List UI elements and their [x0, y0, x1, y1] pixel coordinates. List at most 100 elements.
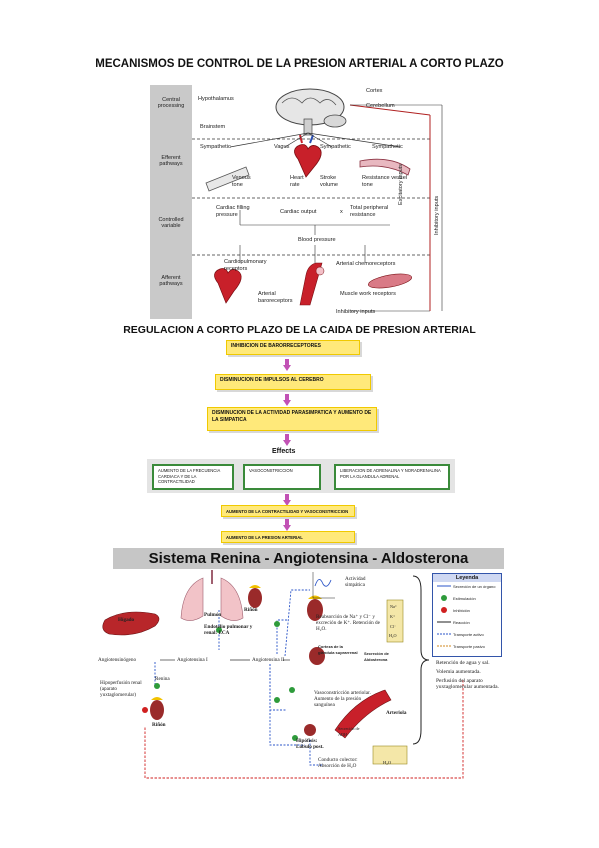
tubule-ion-h2o: H₂O — [389, 633, 397, 638]
label-cortex: Cortex — [366, 88, 383, 94]
flow-arrow-5 — [283, 519, 291, 531]
label-muscle-work: Muscle work receptors — [340, 291, 396, 297]
raas-drawing — [102, 570, 464, 779]
legend-item-inhibition: Inhibición — [453, 608, 470, 613]
label-venous-tone: Venous tone — [232, 175, 251, 188]
flow-result-2: AUMENTO DE LA PRESION ARTERIAL — [221, 531, 355, 543]
figure-blood-pressure-control: Central processing Efferent pathways Con… — [150, 85, 450, 319]
label-angiotensina-1: Angiotensina I — [177, 657, 208, 663]
legend-item-secretion: Secreción de un órgano — [453, 584, 496, 589]
label-renina: Renina — [155, 676, 170, 682]
brain-icon — [275, 88, 347, 136]
section-controlled-variable: Controlled variable — [158, 217, 184, 229]
label-actividad-simpatica: Actividad simpática — [345, 576, 366, 588]
tubule-ion-na: Na⁺ — [390, 604, 398, 609]
label-endotelio: Endotelio pulmonar y renal: ECA — [204, 624, 253, 636]
label-arterial-baro: Arterial baroreceptors — [258, 291, 293, 304]
tubule-ion-k: K⁺ — [390, 614, 396, 619]
collecting-duct-icon — [372, 745, 408, 765]
flow-step-1: INHIBICION DE BARORRECEPTORES — [226, 340, 360, 355]
label-cardiac-output: Cardiac output — [280, 209, 317, 215]
label-cardiac-filling: Cardiac filling pressure — [216, 205, 250, 218]
label-sympathetic-left: Sympathetic — [200, 144, 231, 150]
flow-arrow-1 — [283, 359, 291, 371]
effect-heart-rate: AUMENTO DE LA FRECUENCIA CARDIACA Y DE L… — [152, 464, 234, 490]
label-excitatory-inputs: Excitatory inputs — [398, 163, 404, 205]
kidney-top-icon — [248, 585, 262, 608]
label-arteriola: Arteriola — [386, 710, 407, 716]
adrenal-icon — [309, 647, 325, 665]
tubule-ion-cl: Cl⁻ — [390, 624, 397, 629]
label-hipofisis: Hipófisis: Lóbulo post. — [296, 738, 324, 750]
label-resistance-tone: Resistance vessel tone — [362, 175, 408, 188]
section-afferent-pathways: Afferent pathways — [159, 275, 183, 287]
label-arterial-chemo: Arterial chemoreceptors — [336, 261, 396, 267]
label-times: x — [340, 209, 343, 215]
label-cardiopulmonary: Cardiopulmonary receptors — [224, 259, 267, 272]
label-sympathetic-mid: Sympathetic — [320, 144, 351, 150]
collecting-duct-h2o: H₂O — [383, 760, 392, 765]
label-rinon-top: Riñón — [244, 607, 258, 613]
label-vasoconstriccion: Vasoconstricción arteriolar. Aumento de … — [314, 690, 371, 708]
legend-item-active-transport: Transporte activo — [453, 632, 484, 637]
label-secrecion-adh: Secreción de ADH — [338, 726, 360, 737]
label-sympathetic-right: Sympathetic — [372, 144, 403, 150]
section-central-processing: Central processing — [157, 97, 185, 109]
legend-title: Leyenda — [433, 574, 501, 582]
flow-step-3: DISMINUCION DE LA ACTIVIDAD PARASIMPATIC… — [207, 407, 377, 431]
label-corteza: Corteza de la glándula suprarrenal — [318, 644, 358, 655]
label-vagus: Vagus — [274, 144, 290, 150]
label-angiotensinogeno: Angiotensinógeno — [98, 657, 137, 663]
label-heart-rate: Heart rate — [290, 175, 304, 188]
liver-icon — [102, 611, 160, 636]
label-rinon-bottom: Riñón — [152, 722, 166, 728]
tubule-icon — [386, 599, 404, 643]
label-inhibitory-inputs-bottom: Inhibitory inputs — [336, 309, 376, 315]
label-conducto: Conducto colector: Absorción de H₂O — [318, 757, 358, 769]
legend-symbols — [437, 585, 451, 647]
label-hypothalamus: Hypothalamus — [198, 96, 234, 102]
effects-label: Effects — [272, 448, 296, 455]
label-stroke-volume: Stroke volume — [320, 175, 339, 188]
label-brainstem: Brainstem — [200, 124, 226, 130]
lungs-icon — [180, 570, 244, 621]
heart-icon — [294, 134, 322, 178]
effect-adrenaline: LIBERACION DE ADRENALINA Y NORADRENALINA… — [334, 464, 450, 490]
label-inhibitory-inputs-side: Inhibitory inputs — [434, 195, 440, 235]
raas-legend: Leyenda Secreción de un órgano Estimulac… — [432, 573, 502, 657]
resistance-vessel-icon — [359, 158, 411, 176]
raas-banner: Sistema Renina - Angiotensina - Aldoster… — [113, 548, 504, 569]
outcome-3: Perfusión del aparato yuxtaglomerular au… — [436, 678, 499, 690]
legend-item-reaction: Reacción — [453, 620, 470, 625]
cardiopulmonary-heart-icon — [214, 268, 242, 304]
baroreceptor-vessel-icon — [299, 262, 325, 306]
legend-item-stimulation: Estimulación — [453, 596, 476, 601]
muscle-icon — [368, 273, 412, 289]
label-tpr: Total peripheral resistance — [350, 205, 389, 218]
outcome-2: Volemia aumentada. — [436, 669, 481, 675]
pituitary-icon — [304, 724, 316, 736]
label-reabsorcion: Reabsorción de Na⁺ y Cl⁻ y excreción de … — [316, 614, 380, 632]
title-short-term-regulation: REGULACION A CORTO PLAZO DE LA CAIDA DE … — [123, 324, 476, 336]
section-column — [150, 85, 192, 319]
title-short-term-mechanisms: MECANISMOS DE CONTROL DE LA PRESION ARTE… — [95, 58, 504, 70]
flow-arrow-2 — [283, 394, 291, 406]
flow-result-1: AUMENTO DE LA CONTRACTILIDAD Y VASOCONST… — [221, 505, 355, 517]
label-higado: Hígado — [118, 617, 135, 623]
label-secrecion-aldosterona: Secreción de Aldosterona — [364, 651, 389, 662]
legend-item-passive-transport: Transporte pasivo — [453, 644, 485, 649]
flow-step-2: DISMINUCION DE IMPULSOS AL CEREBRO — [215, 374, 371, 390]
artery-icon — [334, 689, 392, 739]
label-cerebellum: Cerebellum — [366, 103, 395, 109]
outcome-1: Retención de agua y sal. — [436, 660, 490, 666]
figure1-drawing — [192, 88, 443, 312]
venous-vessel-icon — [205, 166, 250, 192]
label-angiotensina-2: Angiotensina II — [252, 657, 285, 663]
kidney-bottom-icon — [150, 697, 164, 720]
flow-arrow-4 — [283, 494, 291, 506]
flow-arrow-3 — [283, 434, 291, 446]
label-blood-pressure: Blood pressure — [298, 237, 336, 243]
label-pulmon: Pulmón — [204, 612, 222, 618]
effect-vasoconstriction: VASOCONSTRICCION — [243, 464, 321, 490]
section-efferent-pathways: Efferent pathways — [159, 155, 183, 167]
